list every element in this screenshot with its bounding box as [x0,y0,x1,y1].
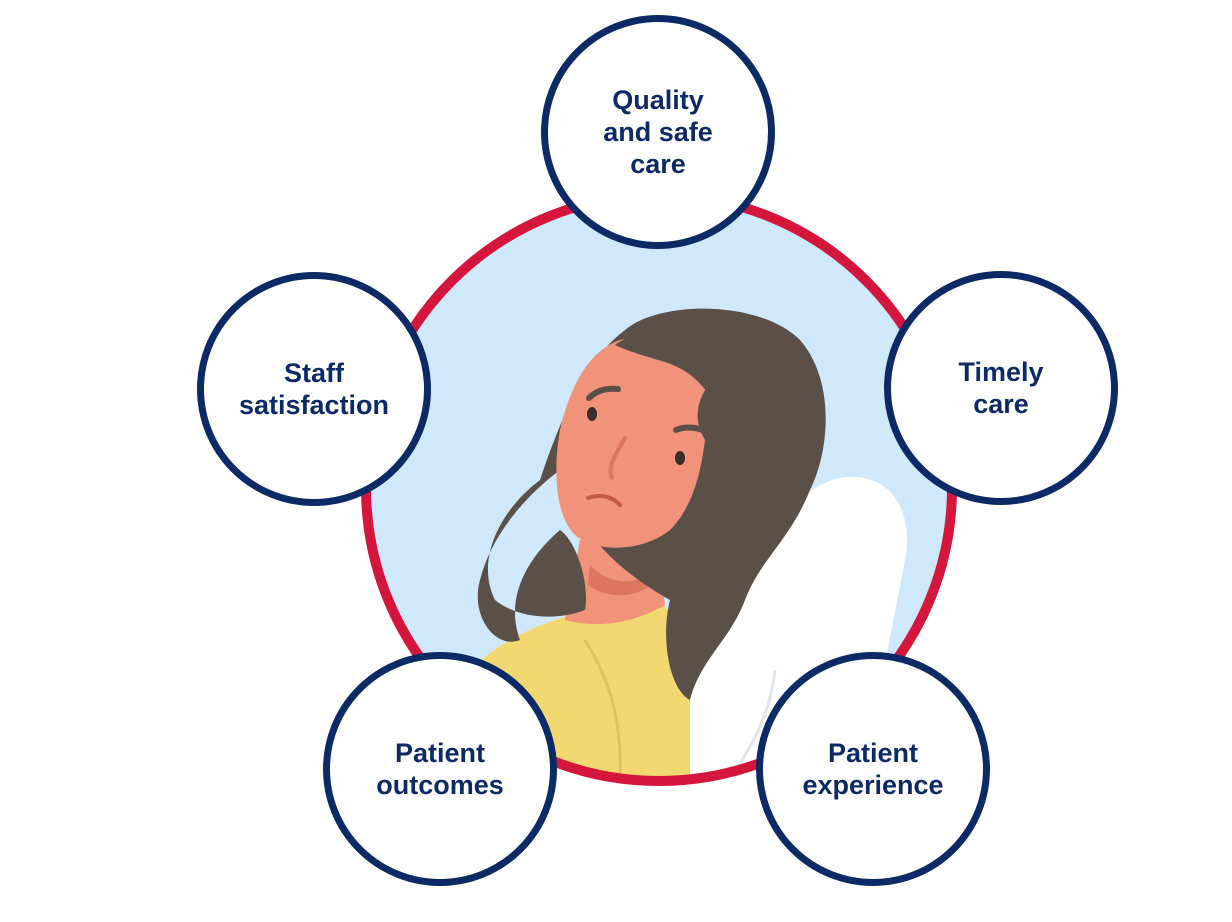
node-label-staff: Staff satisfaction [238,358,390,420]
node-patient-experience: Patient experience [756,652,990,886]
node-label-quality: Quality and safe care [603,85,713,179]
node-label-experience: Patient experience [802,738,944,800]
left-eyebrow [586,385,621,401]
shirt-fold [583,639,622,781]
right-eyebrow [673,424,715,438]
node-staff-satisfaction: Staff satisfaction [197,272,431,506]
node-label-outcomes: Patient outcomes [376,738,504,800]
hair-fringe [615,328,740,410]
node-quality-and-safe-care: Quality and safe care [541,15,775,249]
left-eye [587,407,597,421]
node-label-timely: Timely care [958,357,1044,419]
neck-shadow [588,560,662,596]
mouth [586,494,622,507]
nose [608,436,627,480]
right-eye [675,451,685,465]
node-timely-care: Timely care [884,271,1118,505]
node-patient-outcomes: Patient outcomes [323,652,557,886]
